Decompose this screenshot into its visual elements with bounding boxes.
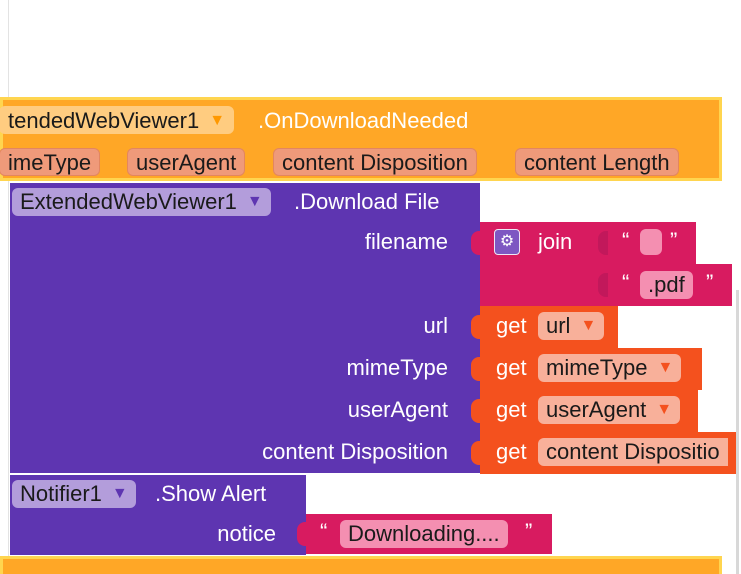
text-connector — [598, 273, 608, 297]
get-content-disposition-value: content Dispositio — [546, 439, 720, 464]
get-label: get — [496, 439, 527, 464]
socket-label-notice: notice — [217, 521, 276, 546]
socket-label-filename: filename — [364, 229, 448, 254]
text-field-downloading[interactable]: Downloading.... — [340, 520, 508, 548]
text-connector — [598, 231, 608, 255]
get-label: get — [496, 355, 527, 380]
chevron-down-icon: ▼ — [209, 112, 226, 129]
get-useragent-value: userAgent — [546, 397, 647, 422]
notifier-component-dropdown[interactable]: Notifier1 ▼ — [12, 480, 136, 508]
download-component-label: ExtendedWebViewer1 — [20, 189, 237, 214]
quote-open-icon: “ — [622, 228, 630, 253]
show-alert-method-name: .Show Alert — [155, 481, 267, 506]
get-connector — [471, 441, 481, 465]
text-field-empty[interactable] — [640, 229, 662, 255]
download-method-name: .Download File — [294, 189, 440, 214]
get-url-dropdown[interactable]: url ▼ — [538, 312, 605, 340]
workspace-left-edge — [8, 0, 9, 574]
quote-open-icon: “ — [622, 270, 630, 295]
socket-label-mimetype: mimeType — [346, 355, 448, 380]
download-component-dropdown[interactable]: ExtendedWebViewer1 ▼ — [12, 188, 271, 216]
chevron-down-icon: ▼ — [656, 401, 673, 418]
download-file-block[interactable] — [10, 183, 480, 473]
gear-icon[interactable]: ⚙ — [494, 229, 520, 255]
socket-label-useragent: userAgent — [347, 397, 448, 422]
join-label: join — [538, 229, 573, 254]
text-field-pdf[interactable]: .pdf — [640, 271, 693, 299]
chevron-down-icon: ▼ — [111, 485, 128, 502]
socket-label-url: url — [423, 313, 448, 338]
event-component-label: tendedWebViewer1 — [8, 108, 200, 133]
text-connector — [297, 522, 307, 546]
chevron-down-icon: ▼ — [657, 359, 674, 376]
chevron-down-icon: ▼ — [580, 317, 597, 334]
get-connector — [471, 399, 481, 423]
event-param-mimetype[interactable]: imeType — [0, 148, 101, 176]
event-block-on-download-needed[interactable]: tendedWebViewer1 ▼ .OnDownloadNeeded imeT… — [0, 97, 722, 181]
join-connector — [471, 231, 481, 255]
get-label: get — [496, 313, 527, 338]
event-name: .OnDownloadNeeded — [258, 108, 469, 133]
event-param-content-length[interactable]: content Length — [515, 148, 679, 176]
get-mimetype-dropdown[interactable]: mimeType ▼ — [538, 354, 682, 382]
event-param-content-disposition[interactable]: content Disposition — [273, 148, 477, 176]
get-content-disposition-dropdown[interactable]: content Dispositio — [538, 438, 728, 466]
event-component-dropdown[interactable]: tendedWebViewer1 ▼ — [0, 106, 235, 134]
notifier-component-label: Notifier1 — [20, 481, 102, 506]
chevron-down-icon: ▼ — [246, 193, 263, 210]
get-content-disposition-block[interactable]: get content Dispositio — [480, 432, 736, 474]
get-label: get — [496, 397, 527, 422]
quote-open-icon: “ — [320, 519, 328, 544]
get-useragent-dropdown[interactable]: userAgent ▼ — [538, 396, 681, 424]
get-connector — [471, 357, 481, 381]
workspace-scrollbar[interactable] — [736, 290, 739, 574]
get-connector — [471, 315, 481, 339]
event-block-footer — [0, 556, 722, 574]
quote-close-icon: ” — [706, 270, 714, 295]
get-url-value: url — [546, 313, 571, 338]
socket-label-content-disposition: content Disposition — [262, 439, 448, 464]
get-mimetype-value: mimeType — [546, 355, 648, 380]
quote-close-icon: ” — [525, 519, 533, 544]
quote-close-icon: ” — [670, 228, 678, 253]
event-param-useragent[interactable]: userAgent — [127, 148, 246, 176]
